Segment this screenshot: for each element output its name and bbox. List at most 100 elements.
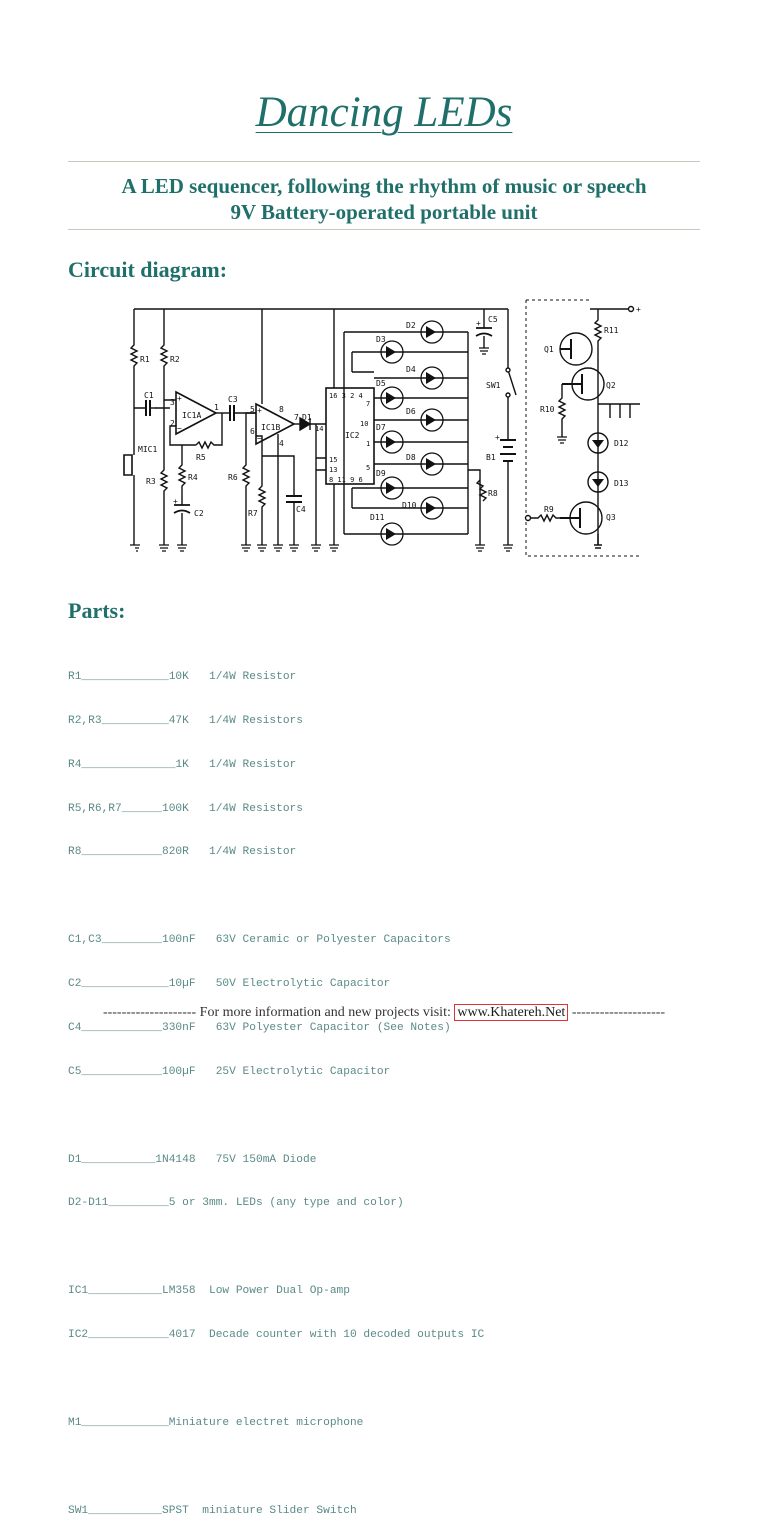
label-r5: R5 bbox=[196, 453, 206, 462]
capacitor-c3 bbox=[229, 405, 235, 421]
led-d12 bbox=[587, 432, 609, 454]
footer-prefix: -------------------- For more informatio… bbox=[102, 1005, 455, 1020]
page-title: Dancing LEDs bbox=[255, 89, 513, 136]
module-outline bbox=[525, 299, 640, 557]
resistor-r8 bbox=[475, 479, 488, 502]
opamp-ic1b bbox=[255, 402, 296, 446]
label-d10: D10 bbox=[402, 501, 417, 510]
pin-ic2-top: 16 3 2 4 bbox=[329, 392, 363, 400]
label-d3: D3 bbox=[376, 335, 386, 344]
part-r5-r6-r7: R5,R6,R7______100K 1/4W Resistors bbox=[68, 802, 303, 815]
resistor-r11 bbox=[593, 309, 603, 408]
label-d1: D1 bbox=[302, 413, 312, 422]
part-c1-c3: C1,C3_________100nF 63V Ceramic or Polye… bbox=[68, 934, 451, 947]
resistor-r2 bbox=[159, 309, 176, 401]
pin-ic2-13: 13 bbox=[329, 466, 337, 474]
label-r2: R2 bbox=[170, 355, 180, 364]
label-ic1a: IC1A bbox=[182, 411, 201, 420]
label-c1: C1 bbox=[144, 391, 154, 400]
resistor-r5 bbox=[195, 413, 223, 450]
ground-symbols bbox=[130, 347, 567, 552]
label-ic1b: IC1B bbox=[261, 423, 280, 432]
leds-d2-d11 bbox=[386, 326, 436, 540]
part-c5: C5____________100µF 25V Electrolytic Cap… bbox=[68, 1065, 391, 1078]
led-ladder bbox=[343, 331, 488, 545]
capacitor-c2 bbox=[173, 504, 191, 514]
part-r8: R8____________820R 1/4W Resistor bbox=[68, 846, 297, 859]
label-d6: D6 bbox=[406, 407, 416, 416]
label-r6: R6 bbox=[228, 473, 238, 482]
pin-ic1b-6: 6 bbox=[250, 427, 255, 436]
resistor-r6 bbox=[241, 412, 256, 545]
pin-ic2-7: 7 bbox=[366, 400, 370, 408]
label-b1: B1 bbox=[486, 453, 496, 462]
sign-minus-ic1a: − bbox=[177, 424, 182, 433]
part-r1: R1_____________10K 1/4W Resistor bbox=[68, 671, 297, 684]
label-d5: D5 bbox=[376, 379, 386, 388]
part-ic2: IC2____________4017 Decade counter with … bbox=[68, 1329, 485, 1342]
footer-suffix: -------------------- bbox=[568, 1005, 666, 1020]
part-ic1: IC1___________LM358 Low Power Dual Op-am… bbox=[68, 1285, 350, 1298]
label-d7: D7 bbox=[376, 423, 386, 432]
footer: -------------------- For more informatio… bbox=[0, 1004, 768, 1021]
part-r4: R4______________1K 1/4W Resistor bbox=[68, 758, 297, 771]
pin-ic1a-3: 3 bbox=[170, 398, 175, 407]
resistor-r10 bbox=[557, 384, 567, 437]
label-q1: Q1 bbox=[544, 345, 554, 354]
subtitle-line-1: A LED sequencer, following the rhythm of… bbox=[121, 174, 647, 198]
label-ic2: IC2 bbox=[345, 431, 360, 440]
parts-heading: Parts: bbox=[68, 598, 126, 623]
label-d9: D9 bbox=[376, 469, 386, 478]
parts-list: R1_____________10K 1/4W Resistor R2,R3__… bbox=[68, 641, 688, 1533]
sign-plus-b1: + bbox=[495, 433, 500, 442]
label-r3: R3 bbox=[146, 477, 156, 486]
resistor-r7 bbox=[256, 435, 267, 545]
capacitor-c1 bbox=[145, 400, 151, 416]
label-r7: R7 bbox=[248, 509, 258, 518]
pin-ic2-5: 5 bbox=[366, 464, 370, 472]
sign-plus-c5: + bbox=[476, 319, 481, 328]
pin-ic1b-7: 7 bbox=[294, 413, 299, 422]
label-d2: D2 bbox=[406, 321, 416, 330]
pin-ic2-15: 15 bbox=[329, 456, 337, 464]
capacitor-c5 bbox=[475, 327, 493, 337]
capacitor-c4 bbox=[286, 495, 302, 503]
microphone-mic1 bbox=[123, 454, 133, 476]
pin-ic1a-2: 2 bbox=[170, 419, 175, 428]
website-link[interactable]: www.Khatereh.Net bbox=[454, 1004, 569, 1021]
label-r9: R9 bbox=[544, 505, 554, 514]
pin-ic1b-4: 4 bbox=[279, 439, 284, 448]
part-r2-r3: R2,R3__________47K 1/4W Resistors bbox=[68, 714, 303, 727]
schematic-labels: R1 R2 C1 MIC1 R3 R4 C2 IC1A R5 C3 IC1B R… bbox=[138, 305, 641, 522]
label-c3: C3 bbox=[228, 395, 238, 404]
label-q2: Q2 bbox=[606, 381, 616, 390]
label-r8: R8 bbox=[488, 489, 498, 498]
resistor-r3 bbox=[159, 400, 169, 545]
circuit-schematic: R1 R2 C1 MIC1 R3 R4 C2 IC1A R5 C3 IC1B R… bbox=[123, 299, 641, 557]
pin-ic2-bottom: 8 11 9 6 bbox=[329, 476, 363, 484]
label-q3: Q3 bbox=[606, 513, 616, 522]
label-c4: C4 bbox=[296, 505, 306, 514]
terminal-plus bbox=[627, 305, 635, 313]
label-d11: D11 bbox=[370, 513, 385, 522]
part-d2-d11: D2-D11_________5 or 3mm. LEDs (any type … bbox=[68, 1197, 404, 1210]
part-d1: D1___________1N4148 75V 150mA Diode bbox=[68, 1153, 317, 1166]
subtitle-line-2: 9V Battery-operated portable unit bbox=[230, 200, 538, 224]
pin-ic2-10: 10 bbox=[360, 420, 368, 428]
pin-ic2-14: 14 bbox=[315, 425, 323, 433]
pin-ic2-1: 1 bbox=[366, 440, 370, 448]
ic2-counter bbox=[325, 387, 375, 485]
battery-b1 bbox=[500, 439, 516, 545]
label-d8: D8 bbox=[406, 453, 416, 462]
resistor-r9 bbox=[530, 513, 560, 523]
part-sw1: SW1___________SPST miniature Slider Swit… bbox=[68, 1505, 357, 1518]
label-r1: R1 bbox=[140, 355, 150, 364]
sign-plus-terminal: + bbox=[636, 305, 641, 314]
label-r4: R4 bbox=[188, 473, 198, 482]
pin-ic1a-1: 1 bbox=[214, 403, 219, 412]
resistor-r4 bbox=[177, 445, 187, 505]
label-d12: D12 bbox=[614, 439, 629, 448]
label-c5: C5 bbox=[488, 315, 498, 324]
part-m1: M1_____________Miniature electret microp… bbox=[68, 1417, 364, 1430]
sign-minus-ic1b: − bbox=[257, 434, 262, 443]
